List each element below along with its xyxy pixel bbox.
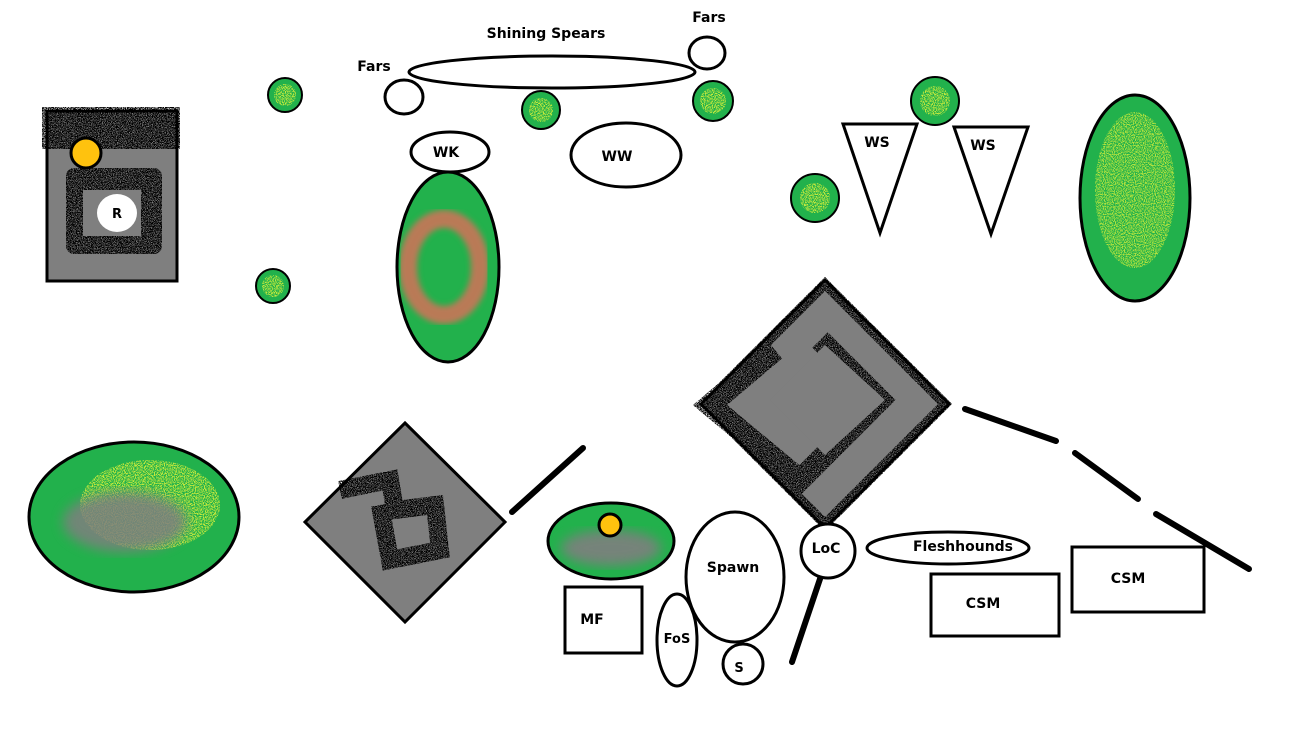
label-r: R xyxy=(112,207,122,222)
bush xyxy=(692,80,734,122)
ruin-square-left: R xyxy=(42,107,180,283)
bush xyxy=(910,76,960,126)
line-segment xyxy=(509,445,586,515)
label-fars-right: Fars xyxy=(692,10,725,26)
label-wk: WK xyxy=(433,145,460,161)
unit-csm-right: CSM xyxy=(1070,545,1206,614)
unit-fars-right: Fars xyxy=(687,10,727,71)
label-fleshhounds: Fleshhounds xyxy=(913,539,1013,555)
ruin-diamond-large xyxy=(692,276,953,532)
line-segment xyxy=(789,570,825,665)
ruin-marker-r xyxy=(97,194,137,232)
label-mf: MF xyxy=(580,612,604,628)
label-shining-spears: Shining Spears xyxy=(487,26,606,42)
unit-fars-left: Fars xyxy=(357,59,425,116)
forest-objective xyxy=(546,501,676,581)
unit-loc: LoC xyxy=(799,522,857,580)
bush xyxy=(790,173,840,223)
label-spawn: Spawn xyxy=(707,560,759,576)
label-loc: LoC xyxy=(812,541,841,557)
unit-spawn: Spawn xyxy=(684,510,786,644)
unit-ww: WW xyxy=(569,121,683,189)
unit-mf: MF xyxy=(563,585,644,655)
unit-shining-spears: Shining Spears xyxy=(407,26,697,90)
objective-marker xyxy=(69,136,103,170)
label-ww: WW xyxy=(602,149,633,165)
label-ws-left: WS xyxy=(864,135,890,151)
label-fos: FoS xyxy=(664,632,691,647)
unit-fos: FoS xyxy=(655,592,699,688)
label-csm-left: CSM xyxy=(966,596,1001,612)
ruin-diamond-small xyxy=(302,420,508,625)
label-s: S xyxy=(734,661,743,676)
objective-marker xyxy=(597,512,623,538)
bush xyxy=(521,90,561,130)
unit-s: S xyxy=(721,642,765,686)
label-ws-right: WS xyxy=(970,138,996,154)
unit-csm-left: CSM xyxy=(929,572,1061,638)
bush xyxy=(255,268,291,304)
crater-forest xyxy=(395,170,501,364)
bush xyxy=(267,77,303,113)
forest-right xyxy=(1078,93,1192,303)
unit-ws-right: WS xyxy=(951,125,1031,239)
unit-ws-left: WS xyxy=(840,122,920,238)
label-fars-left: Fars xyxy=(357,59,390,75)
unit-fleshhounds: Fleshhounds xyxy=(865,530,1031,566)
unit-wk: WK xyxy=(409,130,491,174)
forest-bottom-left xyxy=(27,440,241,594)
deployment-line-dashed xyxy=(962,406,1252,572)
label-csm-right: CSM xyxy=(1111,571,1146,587)
